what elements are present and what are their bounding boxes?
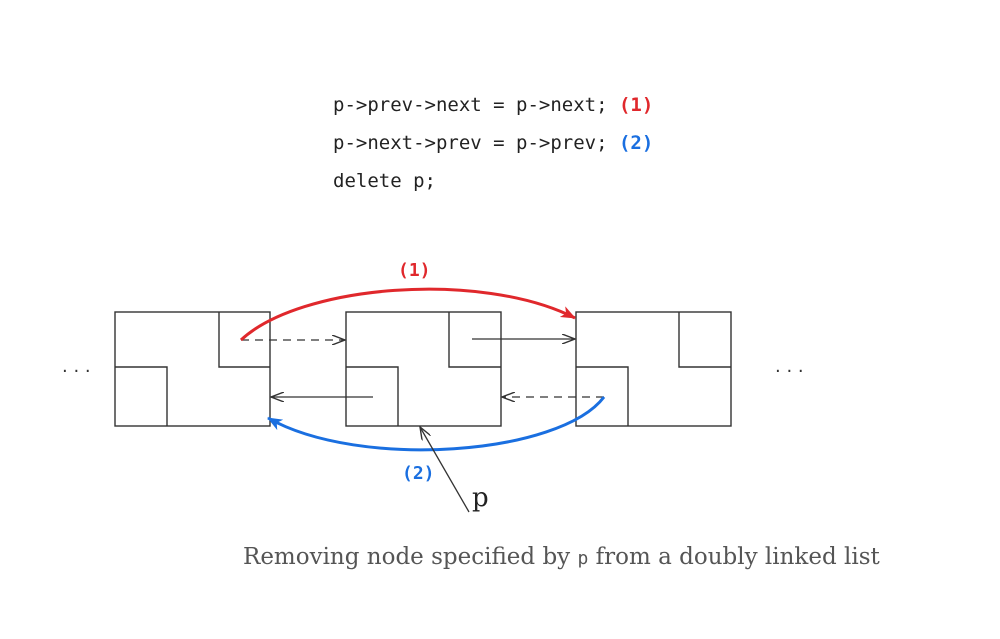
ellipsis-left: . . . — [62, 356, 91, 377]
node-p — [345, 311, 502, 427]
pointer-p-arrow — [420, 427, 470, 513]
code-line-3-text: delete p; — [333, 170, 436, 192]
caption-text-before: Removing node specified by — [243, 544, 578, 570]
caption-text-after: from a doubly linked list — [588, 544, 880, 570]
step-1-arrow — [239, 287, 576, 342]
step-1-marker: (1) — [618, 94, 654, 116]
step-2-arrow — [267, 396, 606, 452]
figure-caption: Removing node specified by p from a doub… — [243, 544, 880, 570]
code-line-2: p->next->prev = p->prev; (2) — [333, 124, 653, 162]
code-snippet: p->prev->next = p->next; (1) p->next->pr… — [333, 86, 653, 200]
pointer-p-label: p — [472, 483, 489, 513]
code-line-2-text: p->next->prev = p->prev; — [333, 132, 619, 154]
node-right — [575, 311, 732, 427]
code-line-1: p->prev->next = p->next; (1) — [333, 86, 653, 124]
node-left — [114, 311, 271, 427]
ellipsis-right: . . . — [775, 356, 804, 377]
step-1-label: (1) — [398, 260, 431, 281]
step-2-label: (2) — [402, 463, 435, 484]
code-line-1-text: p->prev->next = p->next; — [333, 94, 619, 116]
step-2-marker: (2) — [618, 132, 654, 154]
caption-code-p: p — [577, 548, 589, 569]
code-line-3: delete p; — [333, 162, 653, 200]
